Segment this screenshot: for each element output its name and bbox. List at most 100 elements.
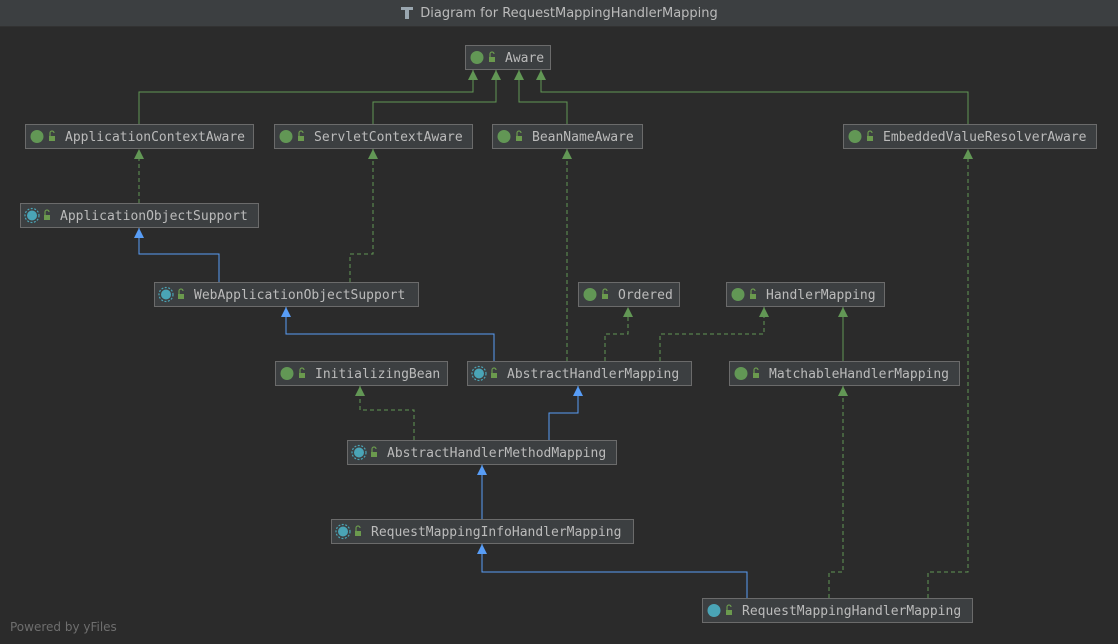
node-application-context-aware[interactable]: ApplicationContextAware <box>25 124 254 149</box>
node-box <box>729 361 960 386</box>
public-visibility-icon-shackle <box>516 130 522 136</box>
node-servlet-context-aware[interactable]: ServletContextAware <box>274 124 473 149</box>
node-aware[interactable]: Aware <box>465 45 551 70</box>
node-bean-name-aware[interactable]: BeanNameAware <box>492 124 643 149</box>
edge-abstract-handler-method-mapping-to-abstract-handler-mapping <box>548 386 579 440</box>
node-application-object-support[interactable]: ApplicationObjectSupport <box>20 203 259 228</box>
public-visibility-icon-shackle <box>753 367 759 373</box>
edge-arrowhead <box>355 386 365 396</box>
node-request-mapping-info-handler-mapping[interactable]: RequestMappingInfoHandlerMapping <box>331 519 634 544</box>
public-visibility-icon <box>44 215 50 220</box>
public-visibility-icon-shackle <box>602 288 608 294</box>
interface-icon <box>497 130 511 143</box>
abstract-class-icon <box>338 526 348 537</box>
interface-icon <box>731 288 745 301</box>
node-web-application-object-support[interactable]: WebApplicationObjectSupport <box>154 282 419 307</box>
abstract-ring-icon <box>335 523 351 540</box>
interface-icon <box>734 367 748 380</box>
public-visibility-icon <box>49 136 55 141</box>
interface-icon <box>583 288 597 301</box>
interface-icon <box>848 130 862 143</box>
node-label: ApplicationContextAware <box>65 130 245 145</box>
abstract-class-icon <box>161 289 171 300</box>
node-box <box>25 124 254 149</box>
abstract-ring-icon <box>158 286 174 303</box>
edge-web-application-object-support-to-servlet-context-aware <box>349 149 374 282</box>
abstract-class-icon <box>354 447 364 458</box>
edge-arrowhead <box>368 149 378 159</box>
public-visibility-icon-shackle <box>355 525 361 531</box>
public-visibility-icon-shackle <box>371 446 377 452</box>
abstract-class-icon <box>474 368 484 379</box>
edge-arrowhead <box>468 70 478 80</box>
node-label: RequestMappingInfoHandlerMapping <box>371 525 621 540</box>
abstract-ring-icon <box>351 444 367 461</box>
public-visibility-icon <box>753 373 759 378</box>
node-box <box>274 124 473 149</box>
edge-arrowhead <box>477 465 487 475</box>
edge-arrowhead <box>134 149 144 159</box>
public-visibility-icon-shackle <box>44 209 50 215</box>
abstract-ring-icon <box>471 365 487 382</box>
edges-layer <box>134 70 973 598</box>
node-box <box>843 124 1097 149</box>
node-label: MatchableHandlerMapping <box>769 367 949 382</box>
edge-abstract-handler-mapping-to-handler-mapping <box>659 307 765 361</box>
edge-servlet-context-aware-to-aware <box>372 70 497 124</box>
node-matchable-handler-mapping[interactable]: MatchableHandlerMapping <box>729 361 960 386</box>
edge-arrowhead <box>491 70 501 80</box>
node-initializing-bean[interactable]: InitializingBean <box>275 361 448 386</box>
node-request-mapping-handler-mapping[interactable]: RequestMappingHandlerMapping <box>702 598 973 623</box>
edge-arrowhead <box>838 307 848 317</box>
edge-request-mapping-handler-mapping-to-embedded-value-resolver-aware <box>927 149 969 598</box>
node-label: InitializingBean <box>315 367 440 382</box>
public-visibility-icon-shackle <box>867 130 873 136</box>
public-visibility-icon <box>489 57 495 62</box>
node-box <box>702 598 973 623</box>
edge-arrowhead <box>562 149 572 159</box>
edge-arrowhead <box>514 70 524 80</box>
edge-abstract-handler-mapping-to-ordered <box>604 307 629 361</box>
edge-arrowhead <box>573 386 583 396</box>
public-visibility-icon <box>491 373 497 378</box>
public-visibility-icon-shackle <box>298 130 304 136</box>
node-label: BeanNameAware <box>532 130 634 145</box>
window-title: Diagram for RequestMappingHandlerMapping <box>420 5 718 21</box>
node-abstract-handler-method-mapping[interactable]: AbstractHandlerMethodMapping <box>347 440 617 465</box>
public-visibility-icon-shackle <box>750 288 756 294</box>
edge-abstract-handler-mapping-to-web-application-object-support <box>285 307 495 361</box>
node-label: EmbeddedValueResolverAware <box>883 130 1087 145</box>
interface-icon <box>280 367 294 380</box>
public-visibility-icon <box>299 373 305 378</box>
edge-arrowhead <box>477 544 487 554</box>
edge-arrowhead <box>963 149 973 159</box>
public-visibility-icon <box>726 610 732 615</box>
node-label: WebApplicationObjectSupport <box>194 288 405 303</box>
public-visibility-icon <box>178 294 184 299</box>
node-label: HandlerMapping <box>766 288 876 303</box>
edge-embedded-value-resolver-aware-to-aware <box>540 70 969 124</box>
edge-web-application-object-support-to-application-object-support <box>138 228 220 282</box>
node-box <box>20 203 259 228</box>
edge-arrowhead <box>536 70 546 80</box>
node-handler-mapping[interactable]: HandlerMapping <box>726 282 885 307</box>
public-visibility-icon <box>355 531 361 536</box>
interface-icon <box>279 130 293 143</box>
node-label: ApplicationObjectSupport <box>60 209 248 224</box>
edge-application-context-aware-to-aware <box>138 70 474 124</box>
node-label: AbstractHandlerMapping <box>507 367 679 382</box>
node-box <box>467 361 692 386</box>
node-box <box>331 519 634 544</box>
node-ordered[interactable]: Ordered <box>578 282 680 307</box>
node-label: ServletContextAware <box>314 130 463 145</box>
edge-arrowhead <box>838 386 848 396</box>
node-label: AbstractHandlerMethodMapping <box>387 446 606 461</box>
public-visibility-icon-shackle <box>491 367 497 373</box>
interface-icon <box>30 130 44 143</box>
node-abstract-handler-mapping[interactable]: AbstractHandlerMapping <box>467 361 692 386</box>
edge-arrowhead <box>281 307 291 317</box>
node-label: Aware <box>505 51 544 66</box>
node-embedded-value-resolver-aware[interactable]: EmbeddedValueResolverAware <box>843 124 1097 149</box>
public-visibility-icon-shackle <box>489 51 495 57</box>
